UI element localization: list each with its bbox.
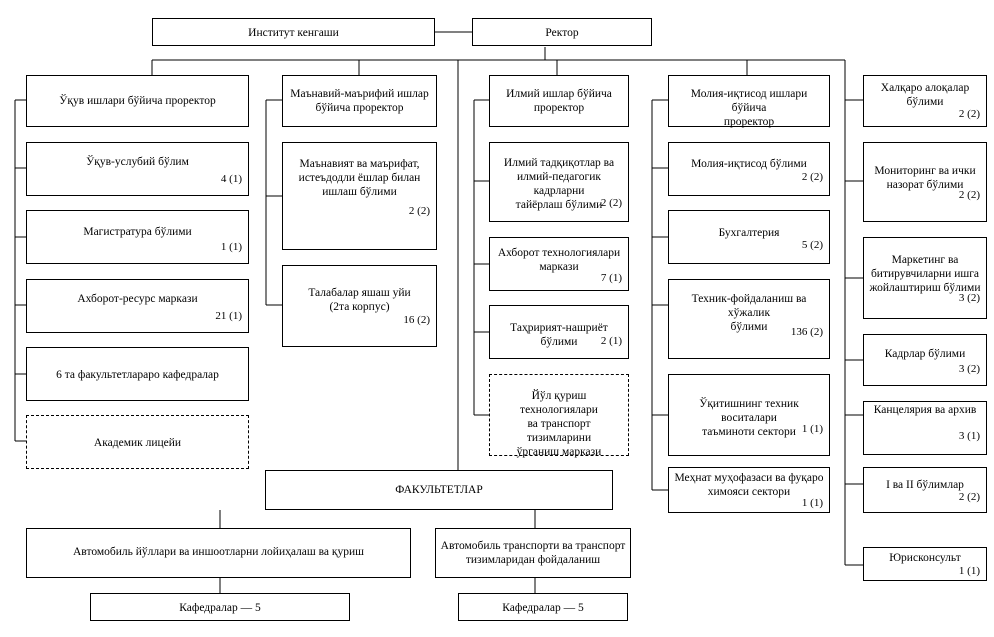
marketing-employment-dept-count: 3 (2) xyxy=(958,292,980,304)
first-second-dept-count: 2 (2) xyxy=(958,491,980,503)
road-construction-faculty-box: Автомобиль йўллари ва иншоотларни лойиҳа… xyxy=(26,528,411,578)
spirituality-enlightenment-dept-box: Маънавият ва маърифат, истеъдодли ёшлар … xyxy=(282,142,437,250)
research-training-dept-box: Илмий тадқиқотлар ва илмий-педагогик кад… xyxy=(489,142,629,222)
transport-departments-label: Кафедралар — 5 xyxy=(502,602,584,614)
research-vice-rector-label: Илмий ишлар бўйича проректор xyxy=(506,88,612,114)
international-relations-dept-count: 2 (2) xyxy=(958,108,980,120)
masters-dept-box: Магистратура бўлими 1 (1) xyxy=(26,210,249,264)
road-technologies-center-label: Йўл қуриш технологиялари ва транспорт ти… xyxy=(516,390,602,458)
technical-maintenance-dept-box: Техник-фойдаланиш ва хўжалик бўлими 136 … xyxy=(668,279,830,359)
research-training-dept-count: 2 (2) xyxy=(600,197,622,209)
it-center-box: Ахборот технологиялари маркази 7 (1) xyxy=(489,237,629,291)
council-label: Институт кенгаши xyxy=(248,27,339,39)
labor-protection-sector-box: Меҳнат муҳофазаси ва фуқаро химояси сект… xyxy=(668,467,830,513)
research-vice-rector-box: Илмий ишлар бўйича проректор xyxy=(489,75,629,127)
it-center-label: Ахборот технологиялари маркази xyxy=(497,247,621,273)
info-resource-center-box: Ахборот-ресурс маркази 21 (1) xyxy=(26,279,249,333)
chancellery-archive-count: 3 (1) xyxy=(958,430,980,442)
spiritual-vice-rector-label: Маънавий-маърифий ишлар бўйича проректор xyxy=(290,88,429,114)
hr-dept-label: Кадрлар бўлими xyxy=(884,348,966,360)
road-technologies-center-box: Йўл қуриш технологиялари ва транспорт ти… xyxy=(489,374,629,458)
masters-dept-label: Магистратура бўлими xyxy=(83,226,192,238)
research-training-dept-label: Илмий тадқиқотлар ва илмий-педагогик кад… xyxy=(503,157,615,211)
council-box: Институт кенгаши xyxy=(152,18,435,46)
monitoring-control-dept-label: Мониторинг ва ички назорат бўлими xyxy=(874,165,976,191)
finance-economics-dept-count: 2 (2) xyxy=(801,171,823,183)
road-construction-faculty-label: Автомобиль йўллари ва иншоотларни лойиҳа… xyxy=(73,546,364,558)
spirituality-enlightenment-dept-count: 2 (2) xyxy=(408,205,430,217)
first-second-dept-label: I ва II бўлимлар xyxy=(886,479,964,491)
publishing-dept-box: Таҳририят-нашриёт бўлими 2 (1) xyxy=(489,305,629,359)
legal-counsel-label: Юрисконсульт xyxy=(889,552,961,564)
accounting-count: 5 (2) xyxy=(801,239,823,251)
teaching-equipment-sector-count: 1 (1) xyxy=(801,423,823,435)
publishing-dept-count: 2 (1) xyxy=(600,335,622,347)
hr-dept-count: 3 (2) xyxy=(958,363,980,375)
student-dormitory-count: 16 (2) xyxy=(403,314,430,326)
road-construction-departments-label: Кафедралар — 5 xyxy=(179,602,261,614)
study-methodology-dept-label: Ўқув-услубий бўлим xyxy=(86,156,189,168)
spirituality-enlightenment-dept-label: Маънавият ва маърифат, истеъдодли ёшлар … xyxy=(298,158,421,198)
technical-maintenance-dept-count: 136 (2) xyxy=(790,326,823,338)
finance-economics-dept-box: Молия-иқтисод бўлими 2 (2) xyxy=(668,142,830,196)
it-center-count: 7 (1) xyxy=(600,272,622,284)
technical-maintenance-dept-label: Техник-фойдаланиш ва хўжалик бўлими xyxy=(691,293,807,333)
interfaculty-departments-label: 6 та факультетлараро кафедралар xyxy=(56,369,219,381)
labor-protection-sector-count: 1 (1) xyxy=(801,497,823,509)
study-methodology-dept-box: Ўқув-услубий бўлим 4 (1) xyxy=(26,142,249,196)
study-methodology-dept-count: 4 (1) xyxy=(220,173,242,185)
international-relations-dept-box: Халқаро алоқалар бўлими 2 (2) xyxy=(863,75,987,127)
marketing-employment-dept-label: Маркетинг ва битирувчиларни ишга жойлашт… xyxy=(869,254,981,294)
transport-faculty-box: Автомобиль транспорти ва транспорт тизим… xyxy=(435,528,631,578)
info-resource-center-label: Ахборот-ресурс маркази xyxy=(77,293,198,305)
student-dormitory-label: Талабалар яшаш уйи (2та корпус) xyxy=(308,287,411,313)
labor-protection-sector-label: Меҳнат муҳофазаси ва фуқаро химояси сект… xyxy=(674,472,824,498)
finance-vice-rector-label: Молия-иқтисод ишлари бўйича проректор xyxy=(690,88,808,128)
first-second-dept-box: I ва II бўлимлар 2 (2) xyxy=(863,467,987,513)
publishing-dept-label: Таҳририят-нашриёт бўлими xyxy=(510,322,608,348)
accounting-label: Бухгалтерия xyxy=(718,227,780,239)
international-relations-dept-label: Халқаро алоқалар бўлими xyxy=(880,82,970,108)
accounting-box: Бухгалтерия 5 (2) xyxy=(668,210,830,264)
legal-counsel-count: 1 (1) xyxy=(958,565,980,577)
legal-counsel-box: Юрисконсульт 1 (1) xyxy=(863,547,987,581)
info-resource-center-count: 21 (1) xyxy=(215,310,242,322)
hr-dept-box: Кадрлар бўлими 3 (2) xyxy=(863,334,987,386)
spiritual-vice-rector-box: Маънавий-маърифий ишлар бўйича проректор xyxy=(282,75,437,127)
transport-faculty-label: Автомобиль транспорти ва транспорт тизим… xyxy=(440,540,626,566)
academic-vice-rector-box: Ўқув ишлари бўйича проректор xyxy=(26,75,249,127)
interfaculty-departments-box: 6 та факультетлараро кафедралар xyxy=(26,347,249,401)
faculties-box: ФАКУЛЬТЕТЛАР xyxy=(265,470,613,510)
teaching-equipment-sector-label: Ўқитишнинг техник воситалари таъминоти с… xyxy=(699,398,799,438)
monitoring-control-dept-box: Мониторинг ва ички назорат бўлими 2 (2) xyxy=(863,142,987,222)
masters-dept-count: 1 (1) xyxy=(220,241,242,253)
finance-vice-rector-box: Молия-иқтисод ишлари бўйича проректор xyxy=(668,75,830,128)
finance-economics-dept-label: Молия-иқтисод бўлими xyxy=(691,158,807,170)
rector-label: Ректор xyxy=(545,27,579,39)
teaching-equipment-sector-box: Ўқитишнинг техник воситалари таъминоти с… xyxy=(668,374,830,456)
rector-box: Ректор xyxy=(472,18,652,46)
transport-departments-box: Кафедралар — 5 xyxy=(458,593,628,621)
faculties-label: ФАКУЛЬТЕТЛАР xyxy=(395,484,483,496)
academic-vice-rector-label: Ўқув ишлари бўйича проректор xyxy=(59,95,216,107)
marketing-employment-dept-box: Маркетинг ва битирувчиларни ишга жойлашт… xyxy=(863,237,987,319)
monitoring-control-dept-count: 2 (2) xyxy=(958,189,980,201)
academic-lyceum-label: Академик лицейи xyxy=(93,437,182,449)
chancellery-archive-box: Канцелярия ва архив 3 (1) xyxy=(863,401,987,455)
chancellery-archive-label: Канцелярия ва архив xyxy=(873,404,977,416)
student-dormitory-box: Талабалар яшаш уйи (2та корпус) 16 (2) xyxy=(282,265,437,347)
academic-lyceum-box: Академик лицейи xyxy=(26,415,249,469)
road-construction-departments-box: Кафедралар — 5 xyxy=(90,593,350,621)
